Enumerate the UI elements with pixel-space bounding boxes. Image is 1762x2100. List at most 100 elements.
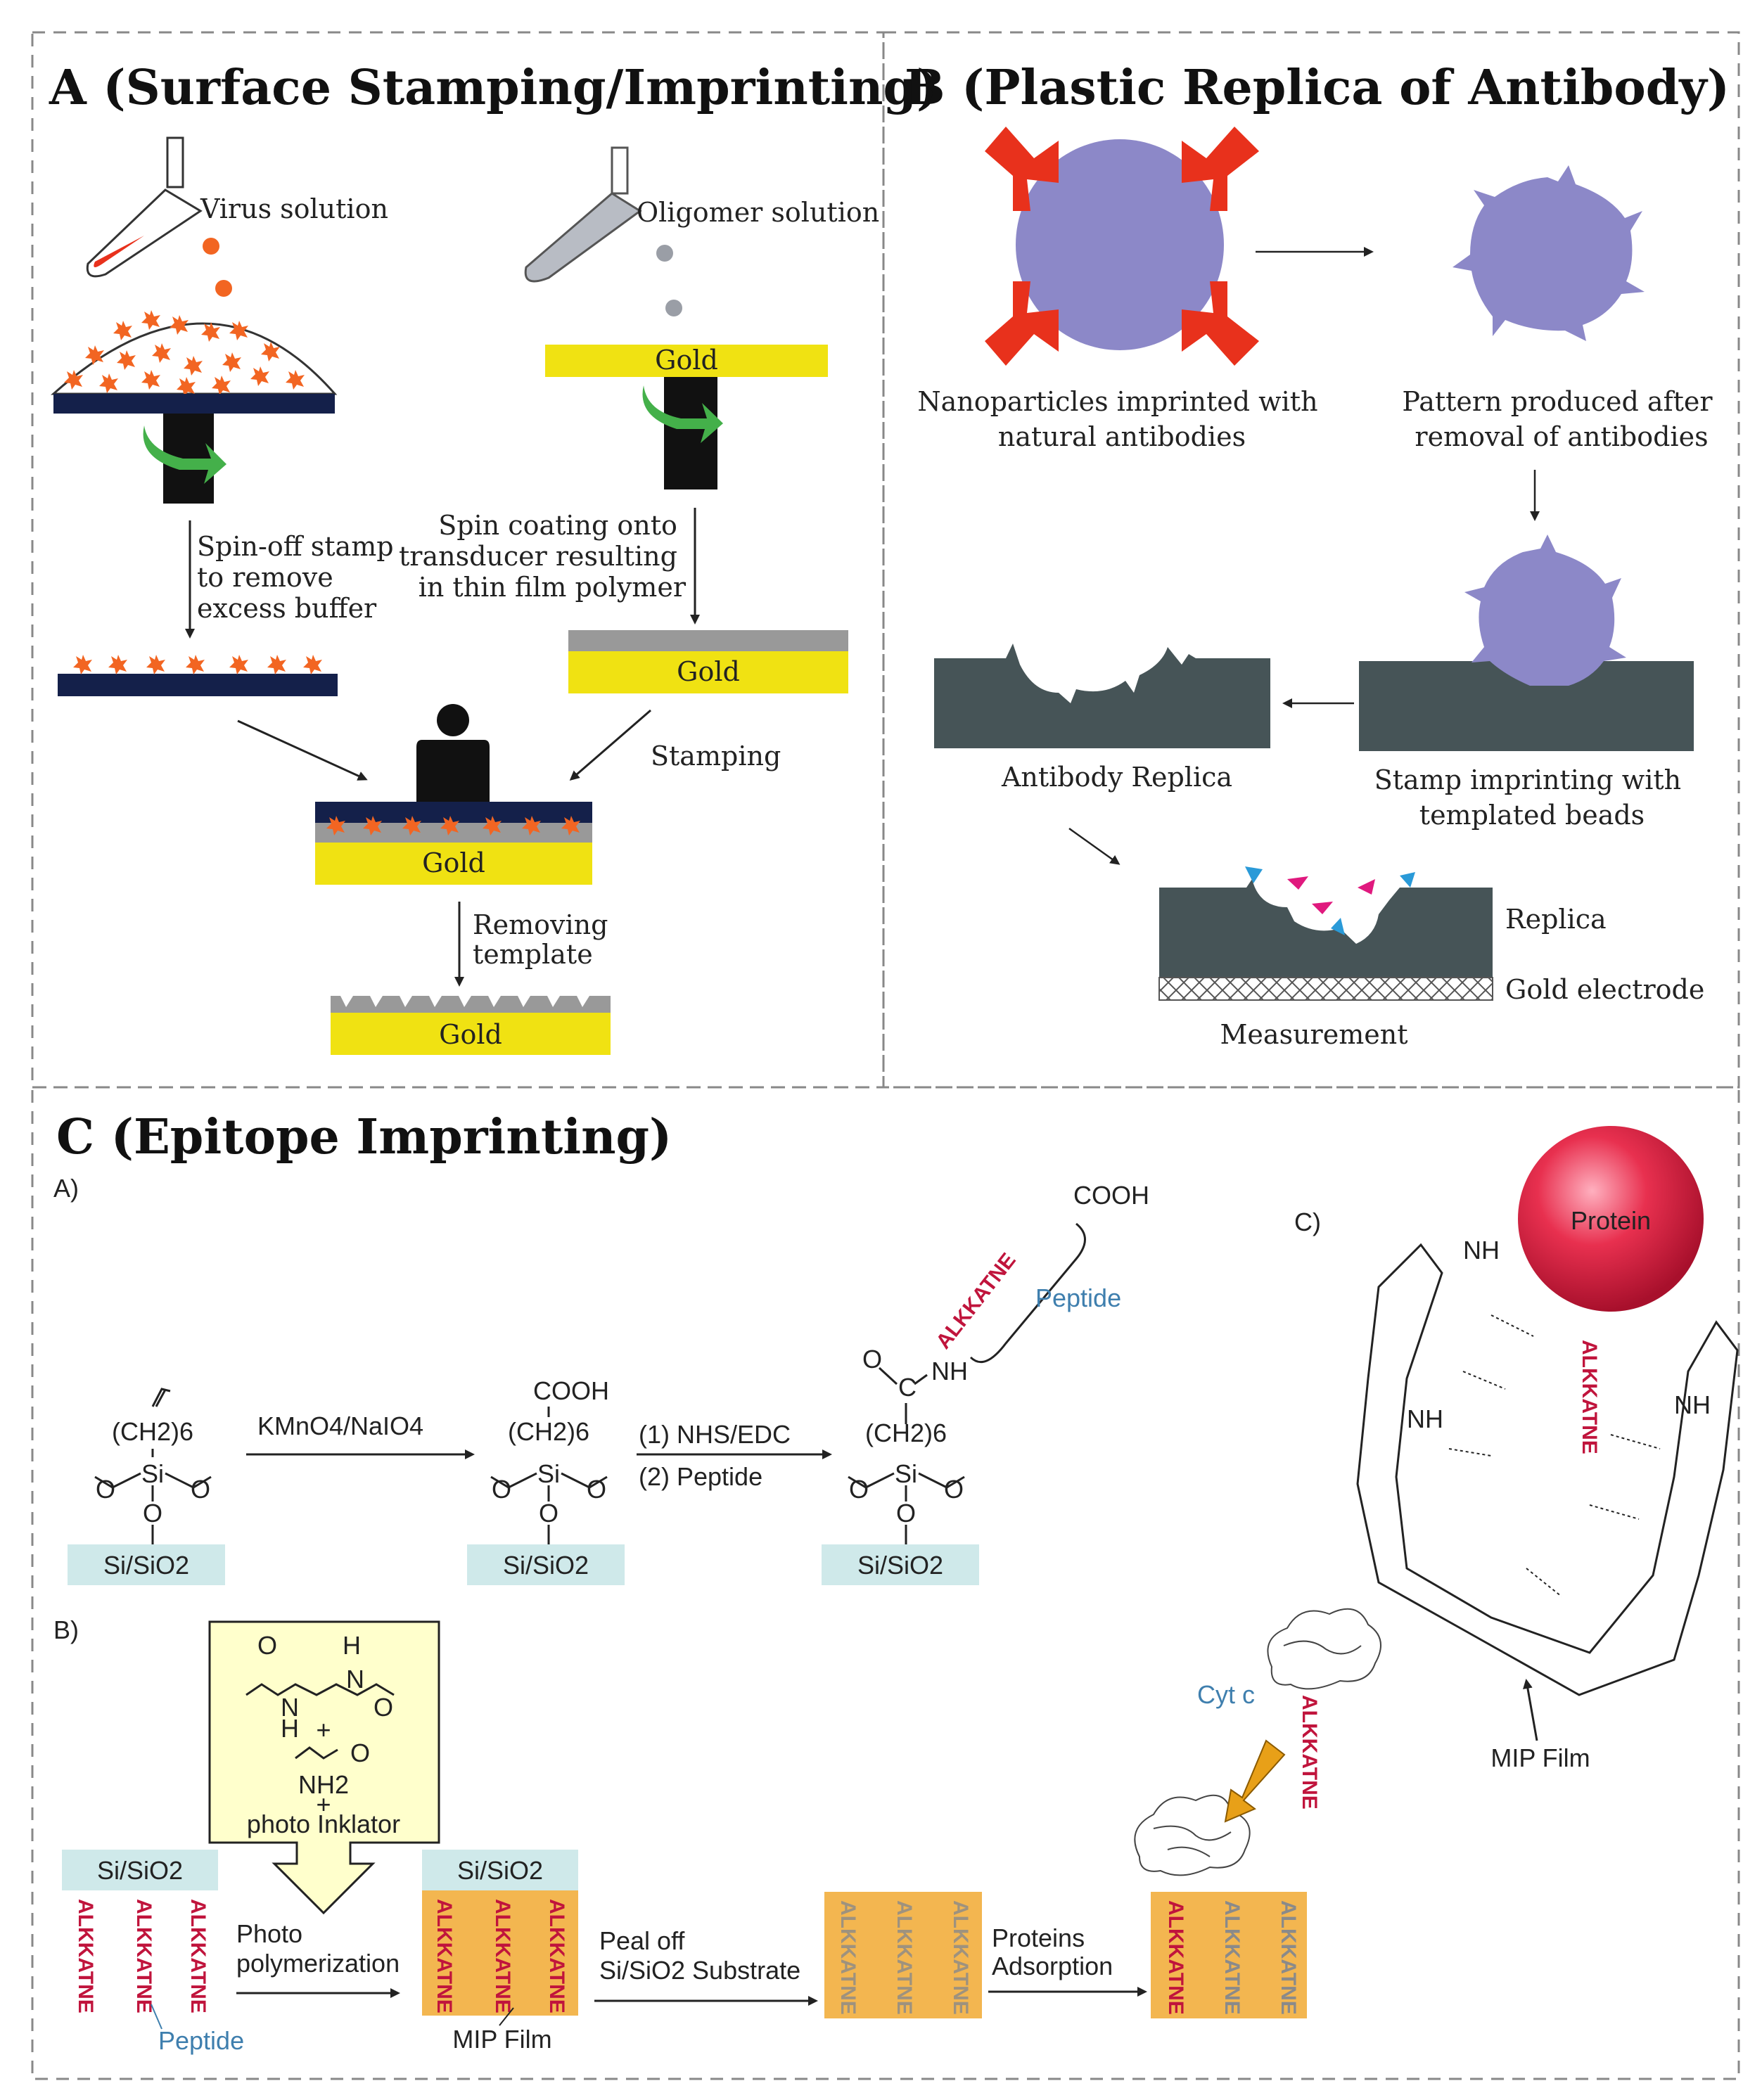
panel-b: B (Plastic Replica of Antibody) Nanopart… [905,60,1730,1050]
svg-text:H: H [343,1631,361,1660]
protein-label: Protein [1571,1206,1651,1235]
ch2-chain-1: (CH2)6 [112,1417,193,1446]
svg-text:O: O [539,1499,558,1528]
antibody-replica-caption: Antibody Replica [1001,762,1232,793]
mip-film-b4 [1151,1892,1307,2018]
cooh-2: COOH [533,1376,609,1405]
svg-text:ALKKATNE: ALKKATNE [186,1899,210,2013]
virus-drop [203,238,219,255]
mip-film-label-b: MIP Film [452,2025,551,2054]
oligomer-tube-icon [524,146,642,283]
svg-text:N: N [346,1665,364,1694]
peptide-pointer [151,2004,162,2030]
svg-text:ALKKATNE: ALKKATNE [1164,1900,1187,2015]
peptides-b2: ALKKATNE ALKKATNE ALKKATNE [433,1899,568,2013]
svg-text:O: O [350,1739,370,1767]
proteins-adsorption-label: Proteins Adsorption [992,1923,1113,1980]
panel-c-title: C (Epitope Imprinting) [56,1109,672,1165]
rotation-arrow-icon [143,425,226,484]
svg-text:NH: NH [1407,1404,1443,1433]
stamping-label: Stamping [651,741,781,772]
replica-electrode-block [1159,879,1493,978]
peptides-b1: ALKKATNE ALKKATNE ALKKATNE [74,1899,210,2013]
cytochrome-protein-free [1267,1608,1381,1690]
nh-label: NH [931,1357,968,1385]
oligomer-drop [665,300,682,316]
panel-c: C (Epitope Imprinting) A) Si/SiO2 O Si O… [53,1109,1739,2055]
svg-text:ALKKATNE: ALKKATNE [74,1899,97,2013]
sub-b-label: B) [53,1615,79,1644]
ch2-chain-2: (CH2)6 [508,1417,589,1446]
merge-arrow-right [569,709,651,781]
antibody-replica-block [934,644,1270,748]
gold-layer-top [545,345,828,377]
reagent-kmno4: KMnO4/NaIO4 [257,1411,423,1440]
mip-film-b2 [422,1890,578,2016]
peptide-sequence-c: ALKKATNE [1578,1340,1601,1454]
svg-text:ALKKATNE: ALKKATNE [893,1900,916,2015]
measurement-arrow [1068,827,1121,865]
silane-3 [848,1366,965,1544]
svg-text:ALKKATNE: ALKKATNE [545,1899,568,2013]
svg-text:C: C [898,1373,917,1402]
peptide-sequence-a: ALKKATNE [932,1249,1021,1354]
substrate-b1 [62,1850,218,1890]
virus-drop [215,280,232,297]
stamp-base-navy [53,394,335,414]
svg-text:Si: Si [141,1459,164,1488]
merge-arrow-left [237,719,368,781]
svg-text:H: H [281,1714,299,1743]
approach-arrow-icon [1224,1739,1286,1823]
peptide-step-label: (2) Peptide [639,1462,762,1491]
substrate-b1-label: Si/SiO2 [97,1856,183,1885]
svg-text:ALKKATNE: ALKKATNE [836,1900,860,2015]
measurement-caption: Measurement [1220,1019,1408,1050]
nhs-edc-label: (1) NHS/EDC [639,1420,791,1449]
svg-text:O: O [374,1693,393,1722]
peptides-b4: ALKKATNE ALKKATNE ALKKATNE [1164,1900,1300,2015]
svg-text:ALKKATNE: ALKKATNE [433,1899,456,2013]
gold-layer-coated [568,651,848,693]
substrate-2-label: Si/SiO2 [503,1551,589,1580]
ch2-chain-3: (CH2)6 [865,1419,947,1447]
peptide-sequence-free: ALKKATNE [1298,1695,1321,1810]
svg-text:NH: NH [1674,1390,1711,1419]
weight-body [416,740,490,802]
monomer-box: O H N H N O + O NH2 + photo Inklator [208,1620,440,1915]
substrate-2 [467,1544,625,1585]
gold-label-final: Gold [439,1019,502,1050]
antigen-fragment [1245,866,1263,883]
gold-label-top: Gold [655,345,718,376]
svg-text:O: O [849,1475,869,1504]
virus-stamp-strip [58,674,338,696]
plus-1: + [316,1715,331,1744]
panel-a-title: A (Surface Stamping/Imprinting) [49,60,939,116]
spin-off-label: Spin-off stamp to remove excess buffer [197,531,402,624]
photo-polymerization-label: Photo polymerization [236,1919,400,1978]
svg-text:O: O [896,1499,916,1528]
substrate-3 [822,1544,979,1585]
substrate-b2 [422,1850,578,1890]
panel-b-border [882,31,1740,1089]
imprinted-polymer-layer [331,996,611,1013]
gold-label-stamp: Gold [422,847,485,878]
virus-solution-label: Virus solution [200,193,388,224]
pattern-caption: Pattern produced after removal of antibo… [1402,386,1720,452]
peptide-bracket [969,1222,1086,1364]
virus-tube-icon [86,136,203,278]
peptide-label-a: Peptide [1035,1283,1121,1312]
gold-label-coated: Gold [677,656,740,687]
peptide-label-b: Peptide [158,2026,244,2055]
removing-label: Removing template [473,909,617,970]
polymer-film-layer [568,630,848,651]
antigen-fragment [1358,879,1375,895]
mip-film-pointer [1523,1679,1538,1741]
stamp-imprinting-caption: Stamp imprinting with templated beads [1374,764,1690,831]
plus-2: + [316,1790,331,1819]
nanoparticles-caption: Nanoparticles imprinted with natural ant… [917,386,1326,452]
stamp-assembly-navy [315,802,592,823]
svg-text:O: O [96,1475,115,1504]
svg-text:Si: Si [537,1459,560,1488]
svg-text:ALKKATNE: ALKKATNE [1220,1900,1244,2015]
